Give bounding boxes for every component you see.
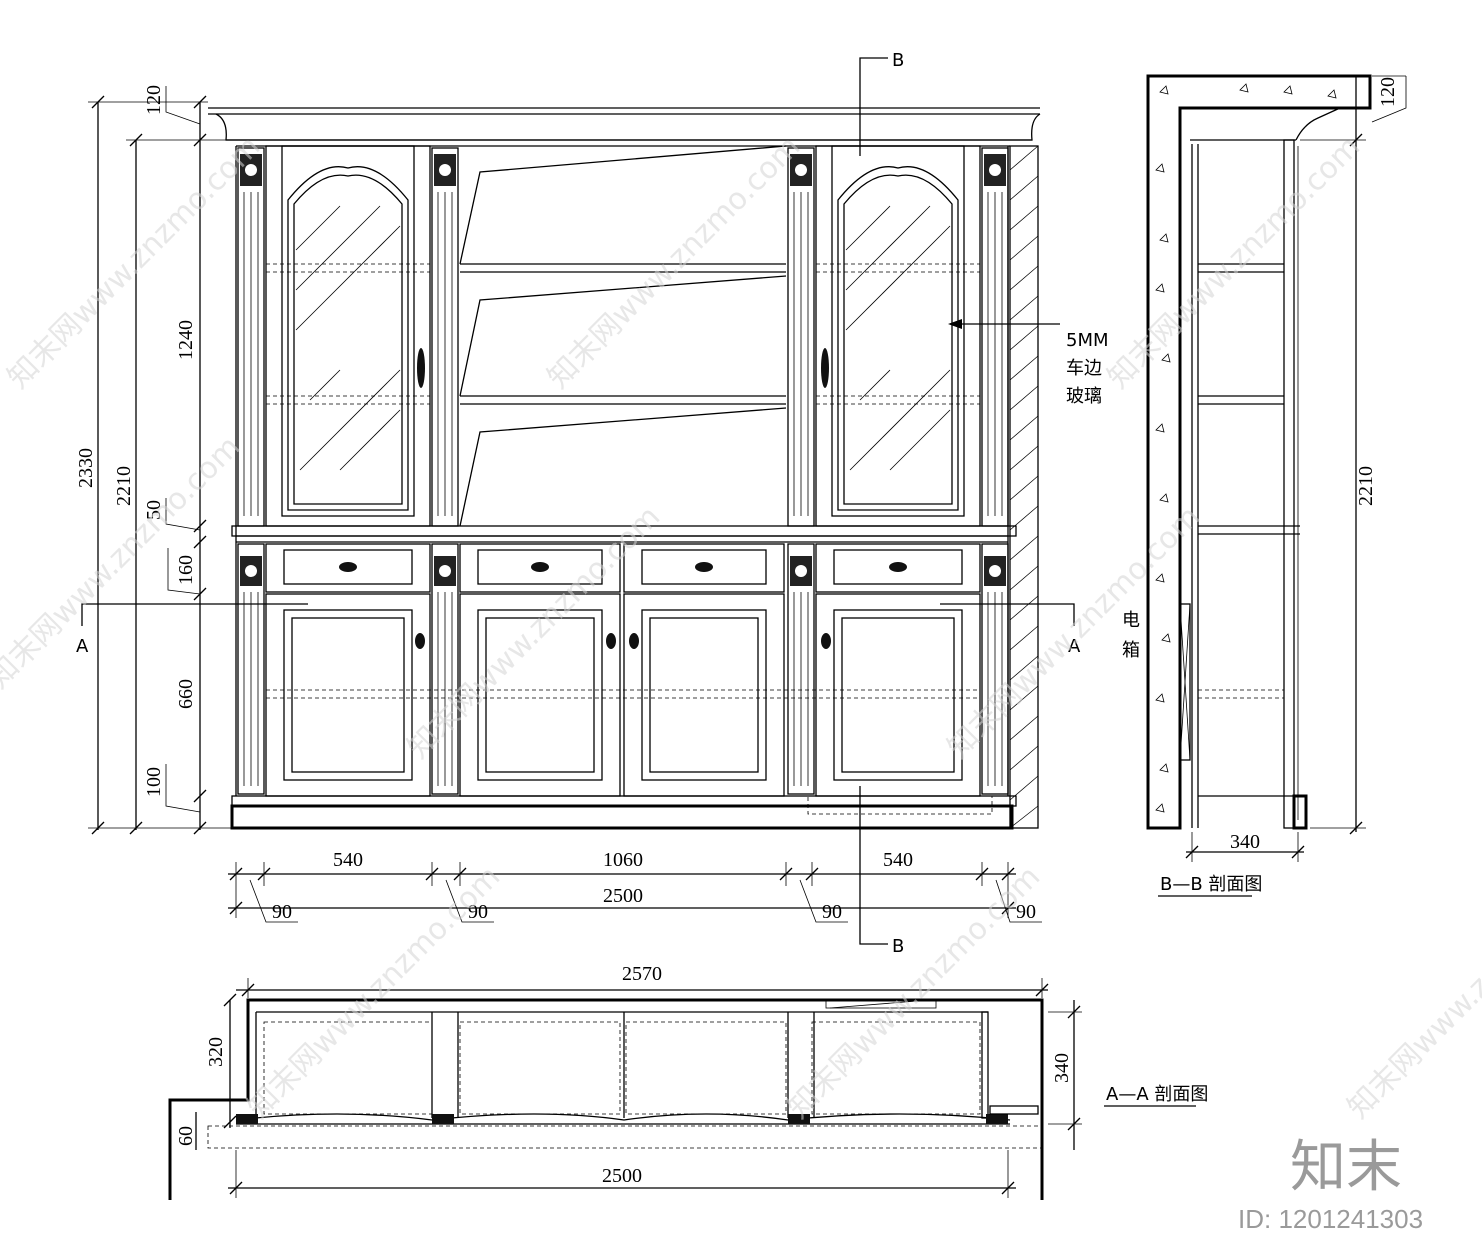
dim-w540-left: 540 bbox=[333, 849, 363, 871]
lower-doors bbox=[265, 593, 993, 815]
watermark-1: 知末网www.znzmo.com bbox=[1, 129, 267, 395]
watermark-9: 知末网www.znzmo.com bbox=[1341, 859, 1482, 1125]
glass-note-line-1: 5MM bbox=[1066, 330, 1109, 351]
watermark-3: 知末网www.znzmo.com bbox=[1101, 129, 1367, 395]
dim-120: 120 bbox=[143, 85, 165, 115]
section-mark-b-bottom: B bbox=[892, 936, 904, 957]
section-mark-a-left: A bbox=[76, 636, 89, 657]
dim-total-2500: 2500 bbox=[603, 885, 643, 907]
elec-box-label-2: 箱 bbox=[1122, 640, 1140, 661]
dim-2330: 2330 bbox=[75, 448, 97, 488]
section-markers: B B A A 5MM 车边 玻璃 bbox=[76, 50, 1109, 957]
watermark-2: 知末网www.znzmo.com bbox=[541, 129, 807, 395]
elec-box-label-1: 电 bbox=[1122, 610, 1140, 631]
section-mark-a-right: A bbox=[1068, 636, 1081, 657]
glass-note-line-3: 玻璃 bbox=[1066, 386, 1102, 407]
section-bb: 电 箱 120 2210 340 B—B 剖面图 bbox=[1122, 74, 1407, 897]
wall-hatch bbox=[1009, 145, 1039, 829]
aa-dim-2570: 2570 bbox=[622, 963, 662, 985]
dim-50: 50 bbox=[143, 500, 165, 520]
dim-160: 160 bbox=[175, 555, 197, 585]
front-elevation bbox=[208, 107, 1041, 830]
dim-w540-right: 540 bbox=[883, 849, 913, 871]
image-id: ID: 1201241303 bbox=[1238, 1204, 1423, 1234]
dim-pilaster-1: 90 bbox=[272, 901, 292, 923]
aa-dim-340: 340 bbox=[1051, 1053, 1073, 1083]
open-shelving bbox=[459, 145, 787, 527]
dim-pilaster-3: 90 bbox=[822, 901, 842, 923]
bb-dim-120: 120 bbox=[1377, 77, 1399, 107]
watermarks: 知末网www.znzmo.com 知末网www.znzmo.com 知末网www… bbox=[0, 129, 1482, 1234]
dim-pilaster-2: 90 bbox=[468, 901, 488, 923]
dim-1240: 1240 bbox=[175, 320, 197, 360]
aa-dim-60: 60 bbox=[175, 1126, 197, 1146]
dim-100: 100 bbox=[143, 767, 165, 797]
aa-dim-2500: 2500 bbox=[602, 1165, 642, 1187]
bb-section-title: B—B 剖面图 bbox=[1160, 874, 1262, 895]
bb-dim-2210: 2210 bbox=[1355, 466, 1377, 506]
carved-capitals bbox=[240, 154, 1006, 586]
drawers bbox=[265, 543, 981, 593]
watermark-5: 知末网www.znzmo.com bbox=[401, 499, 667, 765]
brand-logo-text: 知末 bbox=[1290, 1135, 1402, 1200]
watermark-7: 知末网www.znzmo.com bbox=[241, 859, 507, 1125]
right-glass-door bbox=[815, 145, 981, 527]
concrete-marks bbox=[1155, 83, 1337, 813]
watermark-8: 知末网www.znzmo.com bbox=[781, 859, 1047, 1125]
section-mark-b-top: B bbox=[892, 50, 904, 71]
left-dimensions: 2330 2210 120 1240 50 160 660 100 bbox=[75, 85, 232, 835]
bottom-dimensions: 540 1060 540 2500 90 90 90 90 bbox=[228, 849, 1042, 923]
section-aa: 2570 2500 320 340 60 A—A 剖面图 bbox=[168, 963, 1208, 1200]
bb-dim-depth: 340 bbox=[1230, 831, 1260, 853]
dim-660: 660 bbox=[175, 679, 197, 709]
dim-w1060: 1060 bbox=[603, 849, 643, 871]
glass-note-line-2: 车边 bbox=[1066, 358, 1102, 379]
aa-dim-320: 320 bbox=[205, 1037, 227, 1067]
left-glass-door bbox=[265, 145, 431, 527]
dim-pilaster-4: 90 bbox=[1016, 901, 1036, 923]
dim-2210: 2210 bbox=[113, 466, 135, 506]
lower-pilasters bbox=[237, 543, 1009, 795]
watermark-6: 知末网www.znzmo.com bbox=[941, 499, 1207, 765]
aa-section-title: A—A 剖面图 bbox=[1106, 1084, 1208, 1105]
